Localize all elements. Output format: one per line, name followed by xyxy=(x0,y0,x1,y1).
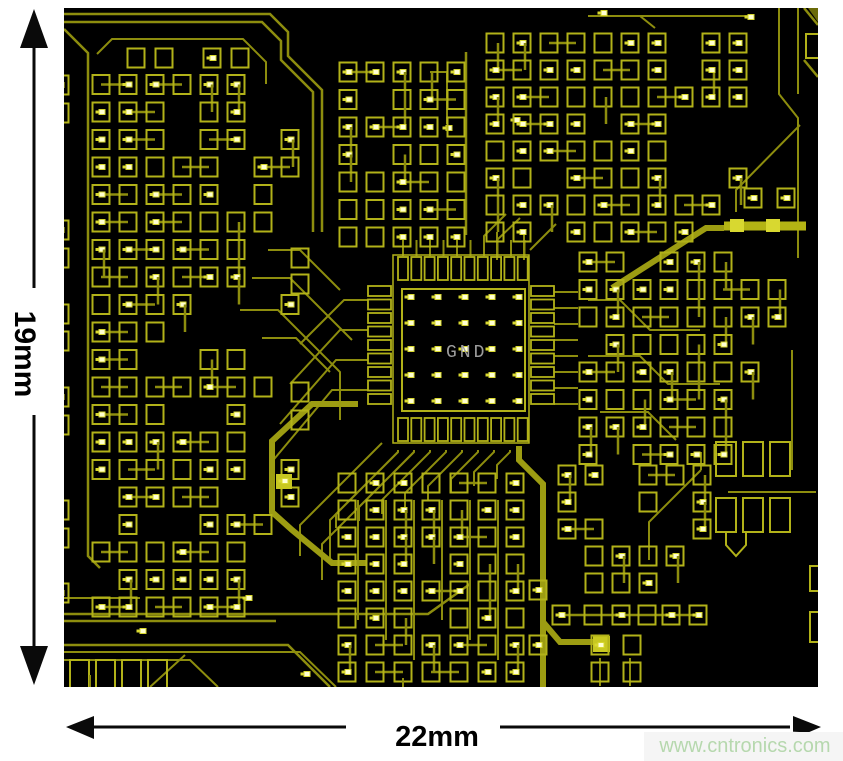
svg-text:19mm: 19mm xyxy=(8,311,41,398)
svg-text:GND: GND xyxy=(446,343,487,363)
svg-text:www.cntronics.com: www.cntronics.com xyxy=(658,735,830,757)
svg-text:22mm: 22mm xyxy=(395,721,479,753)
